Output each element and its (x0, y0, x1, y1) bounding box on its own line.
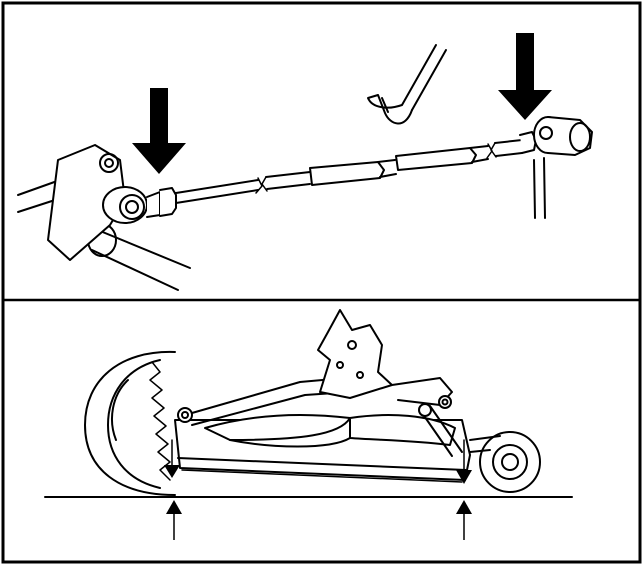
down-arrow-icon (456, 470, 472, 484)
up-arrow-icon (456, 500, 472, 540)
left-ball-joint (102, 186, 177, 224)
mower-deck (174, 414, 471, 483)
deck-wheel (469, 431, 541, 493)
right-ball-joint (519, 116, 593, 219)
bottom-panel (44, 309, 573, 498)
open-end-wrench-icon (367, 44, 447, 125)
left-axle-assembly (17, 144, 191, 291)
down-arrow-icon (132, 88, 186, 174)
up-arrow-icon (166, 500, 182, 540)
top-panel (17, 44, 593, 291)
lift-linkage (177, 309, 463, 457)
tie-rod (175, 139, 523, 204)
down-arrow-icon (164, 465, 180, 478)
front-tire (84, 350, 176, 496)
down-arrow-icon (498, 33, 552, 120)
